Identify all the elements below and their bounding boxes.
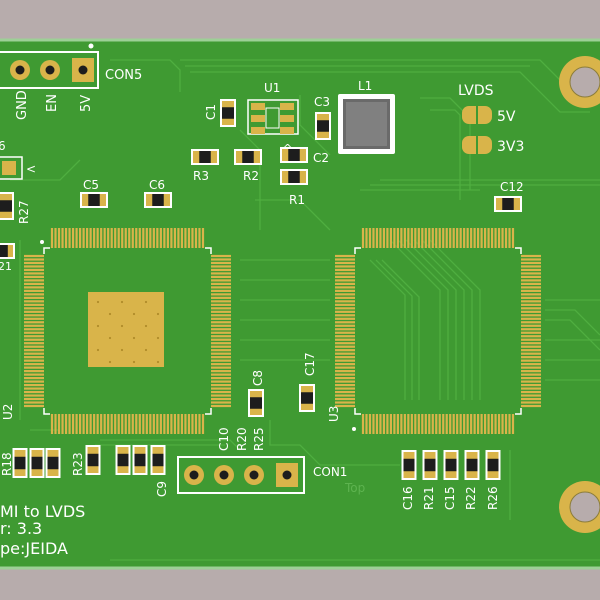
c6-capacitor <box>144 192 172 208</box>
r2-resistor <box>234 149 262 165</box>
c5-capacitor <box>80 192 108 208</box>
r22-resistor <box>464 450 480 480</box>
resistor-c <box>45 448 61 478</box>
resistor-f <box>150 445 166 475</box>
ref-c15: C15 <box>443 486 457 510</box>
u3-label: U3 <box>327 406 341 422</box>
resistor-e <box>132 445 148 475</box>
ref-c2: C2 <box>313 151 329 165</box>
r1-resistor <box>280 169 308 185</box>
r18-resistor <box>12 448 28 478</box>
ref-c9: C9 <box>155 481 169 497</box>
u3-pins-top <box>361 228 515 248</box>
c8-capacitor <box>248 389 264 417</box>
ref-r18: R18 <box>0 452 14 476</box>
r26-resistor <box>485 450 501 480</box>
con5-pin-5v-label: 5V <box>79 95 94 112</box>
ref-r21: R21 <box>422 486 436 510</box>
ref-c5: C5 <box>83 178 99 192</box>
u2-outline <box>43 247 212 415</box>
u1-chip <box>247 99 299 135</box>
edge-jumper-6 <box>0 156 23 180</box>
ref-c17: C17 <box>303 352 317 376</box>
board-edge <box>0 38 600 570</box>
resistor-d <box>115 445 131 475</box>
ref-r20: R20 <box>235 427 249 451</box>
lvds-option-5v: 5V <box>497 109 516 125</box>
u2-thermal-vias <box>96 300 160 364</box>
ref-r22: R22 <box>464 486 478 510</box>
c15-capacitor <box>443 450 459 480</box>
con1-header <box>177 456 305 494</box>
ref-c6: C6 <box>149 178 165 192</box>
ref-c1: C1 <box>204 104 218 120</box>
c17-capacitor <box>299 384 315 412</box>
ref-r1: R1 <box>289 193 305 207</box>
ref-c3: C3 <box>314 95 330 109</box>
faint-top-marker: Top <box>344 481 365 495</box>
ref-r3: R3 <box>193 169 209 183</box>
u3-qfp-chip <box>335 228 541 434</box>
board-note-title: MI to LVDS <box>0 502 85 521</box>
u2-label: U2 <box>1 404 15 420</box>
board-note-type: pe:JEIDA <box>0 539 68 558</box>
ref-r25: R25 <box>252 427 266 451</box>
u1-label: U1 <box>264 81 280 95</box>
c2-capacitor <box>280 147 308 163</box>
c3-capacitor <box>315 112 331 140</box>
lvds-jumper-title: LVDS <box>458 83 494 99</box>
u2-pins-top <box>50 228 205 248</box>
r21-resistor <box>422 450 438 480</box>
u2-pins-left <box>24 254 44 408</box>
ref-21: 21 <box>0 260 12 273</box>
r3-resistor <box>191 149 219 165</box>
lvds-jumper-pads <box>462 104 492 156</box>
l1-label: L1 <box>358 79 372 93</box>
c1-capacitor <box>220 99 236 127</box>
con1-label: CON1 <box>313 465 347 479</box>
ref-r27: R27 <box>17 200 31 224</box>
smd-components <box>0 99 522 480</box>
edge-ref-6: 6 <box>0 139 6 153</box>
con5-label: CON5 <box>105 68 142 83</box>
ref-c12: C12 <box>500 180 524 194</box>
mounting-hole-bottom-right <box>559 481 600 533</box>
u2-qfp-chip <box>24 228 231 434</box>
r23-resistor <box>85 445 101 475</box>
c16-capacitor <box>401 450 417 480</box>
c12-capacitor <box>494 196 522 212</box>
u3-pins-left <box>335 254 355 408</box>
ref-r2: R2 <box>243 169 259 183</box>
r21-left-resistor <box>0 243 15 259</box>
ref-c16: C16 <box>401 486 415 510</box>
edge-arrow: < <box>26 162 36 176</box>
u3-pins-bottom <box>361 414 515 434</box>
lvds-option-3v3: 3V3 <box>497 139 524 155</box>
con5-pin-gnd-label: GND <box>15 90 30 120</box>
ref-r23: R23 <box>71 452 85 476</box>
l1-inductor <box>338 94 395 154</box>
mounting-hole-top-right <box>559 56 600 108</box>
ref-r26: R26 <box>486 486 500 510</box>
ref-c10: C10 <box>217 427 231 451</box>
u2-pins-bottom <box>50 414 205 434</box>
u3-outline <box>354 247 522 415</box>
u2-pins-right <box>211 254 231 408</box>
u3-pins-right <box>521 254 541 408</box>
resistor-b <box>29 448 45 478</box>
board-note-voltage: r: 3.3 <box>0 519 42 538</box>
r27-resistor <box>0 192 14 220</box>
con5-header <box>0 43 99 89</box>
ref-c8: C8 <box>251 370 265 386</box>
con5-pin-en-label: EN <box>45 94 60 112</box>
